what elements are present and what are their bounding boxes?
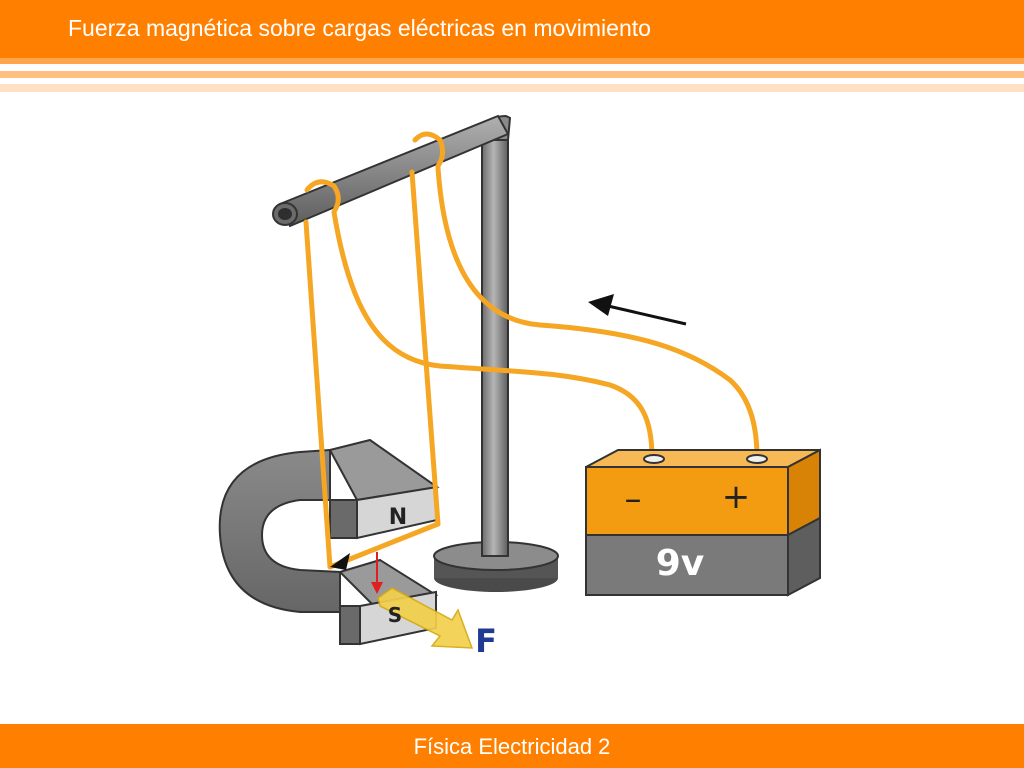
stand-pole [480,114,512,557]
battery-top-section [585,466,789,536]
wire-loop-left [304,179,341,213]
horseshoe-magnet-back [218,438,440,613]
negative-label: – [625,479,642,519]
positive-terminal [746,454,768,464]
header-stripe-5 [0,84,1024,92]
wire-to-positive [435,165,760,461]
force-arrow [377,587,474,649]
header-stripe-2 [0,64,1024,71]
page-title: Fuerza magnética sobre cargas eléctricas… [68,15,651,41]
header-stripe-3 [0,71,1024,78]
wires [303,131,760,570]
header-stripe-1 [0,58,1024,64]
footer-text: Física Electricidad 2 [413,734,611,759]
header-bar: Fuerza magnética sobre cargas eléctricas… [0,0,1024,58]
positive-label: + [722,477,751,517]
south-pole-label: S [388,603,402,627]
wire-swing-frame [303,169,441,570]
current-direction-arrowhead [330,553,350,570]
stand-crossbar [272,114,510,228]
footer-bar: Física Electricidad 2 [0,724,1024,768]
negative-terminal [643,454,665,464]
voltage-label: 9v [656,543,705,584]
header-stripe-4 [0,78,1024,84]
battery: – + 9v [585,448,821,597]
force-label: F [475,622,497,660]
wire-loop-right [412,131,446,169]
north-pole-label: N [389,505,407,530]
red-field-arrow [371,552,383,594]
wire-to-negative [331,209,655,461]
current-flow-arrow [588,294,687,326]
